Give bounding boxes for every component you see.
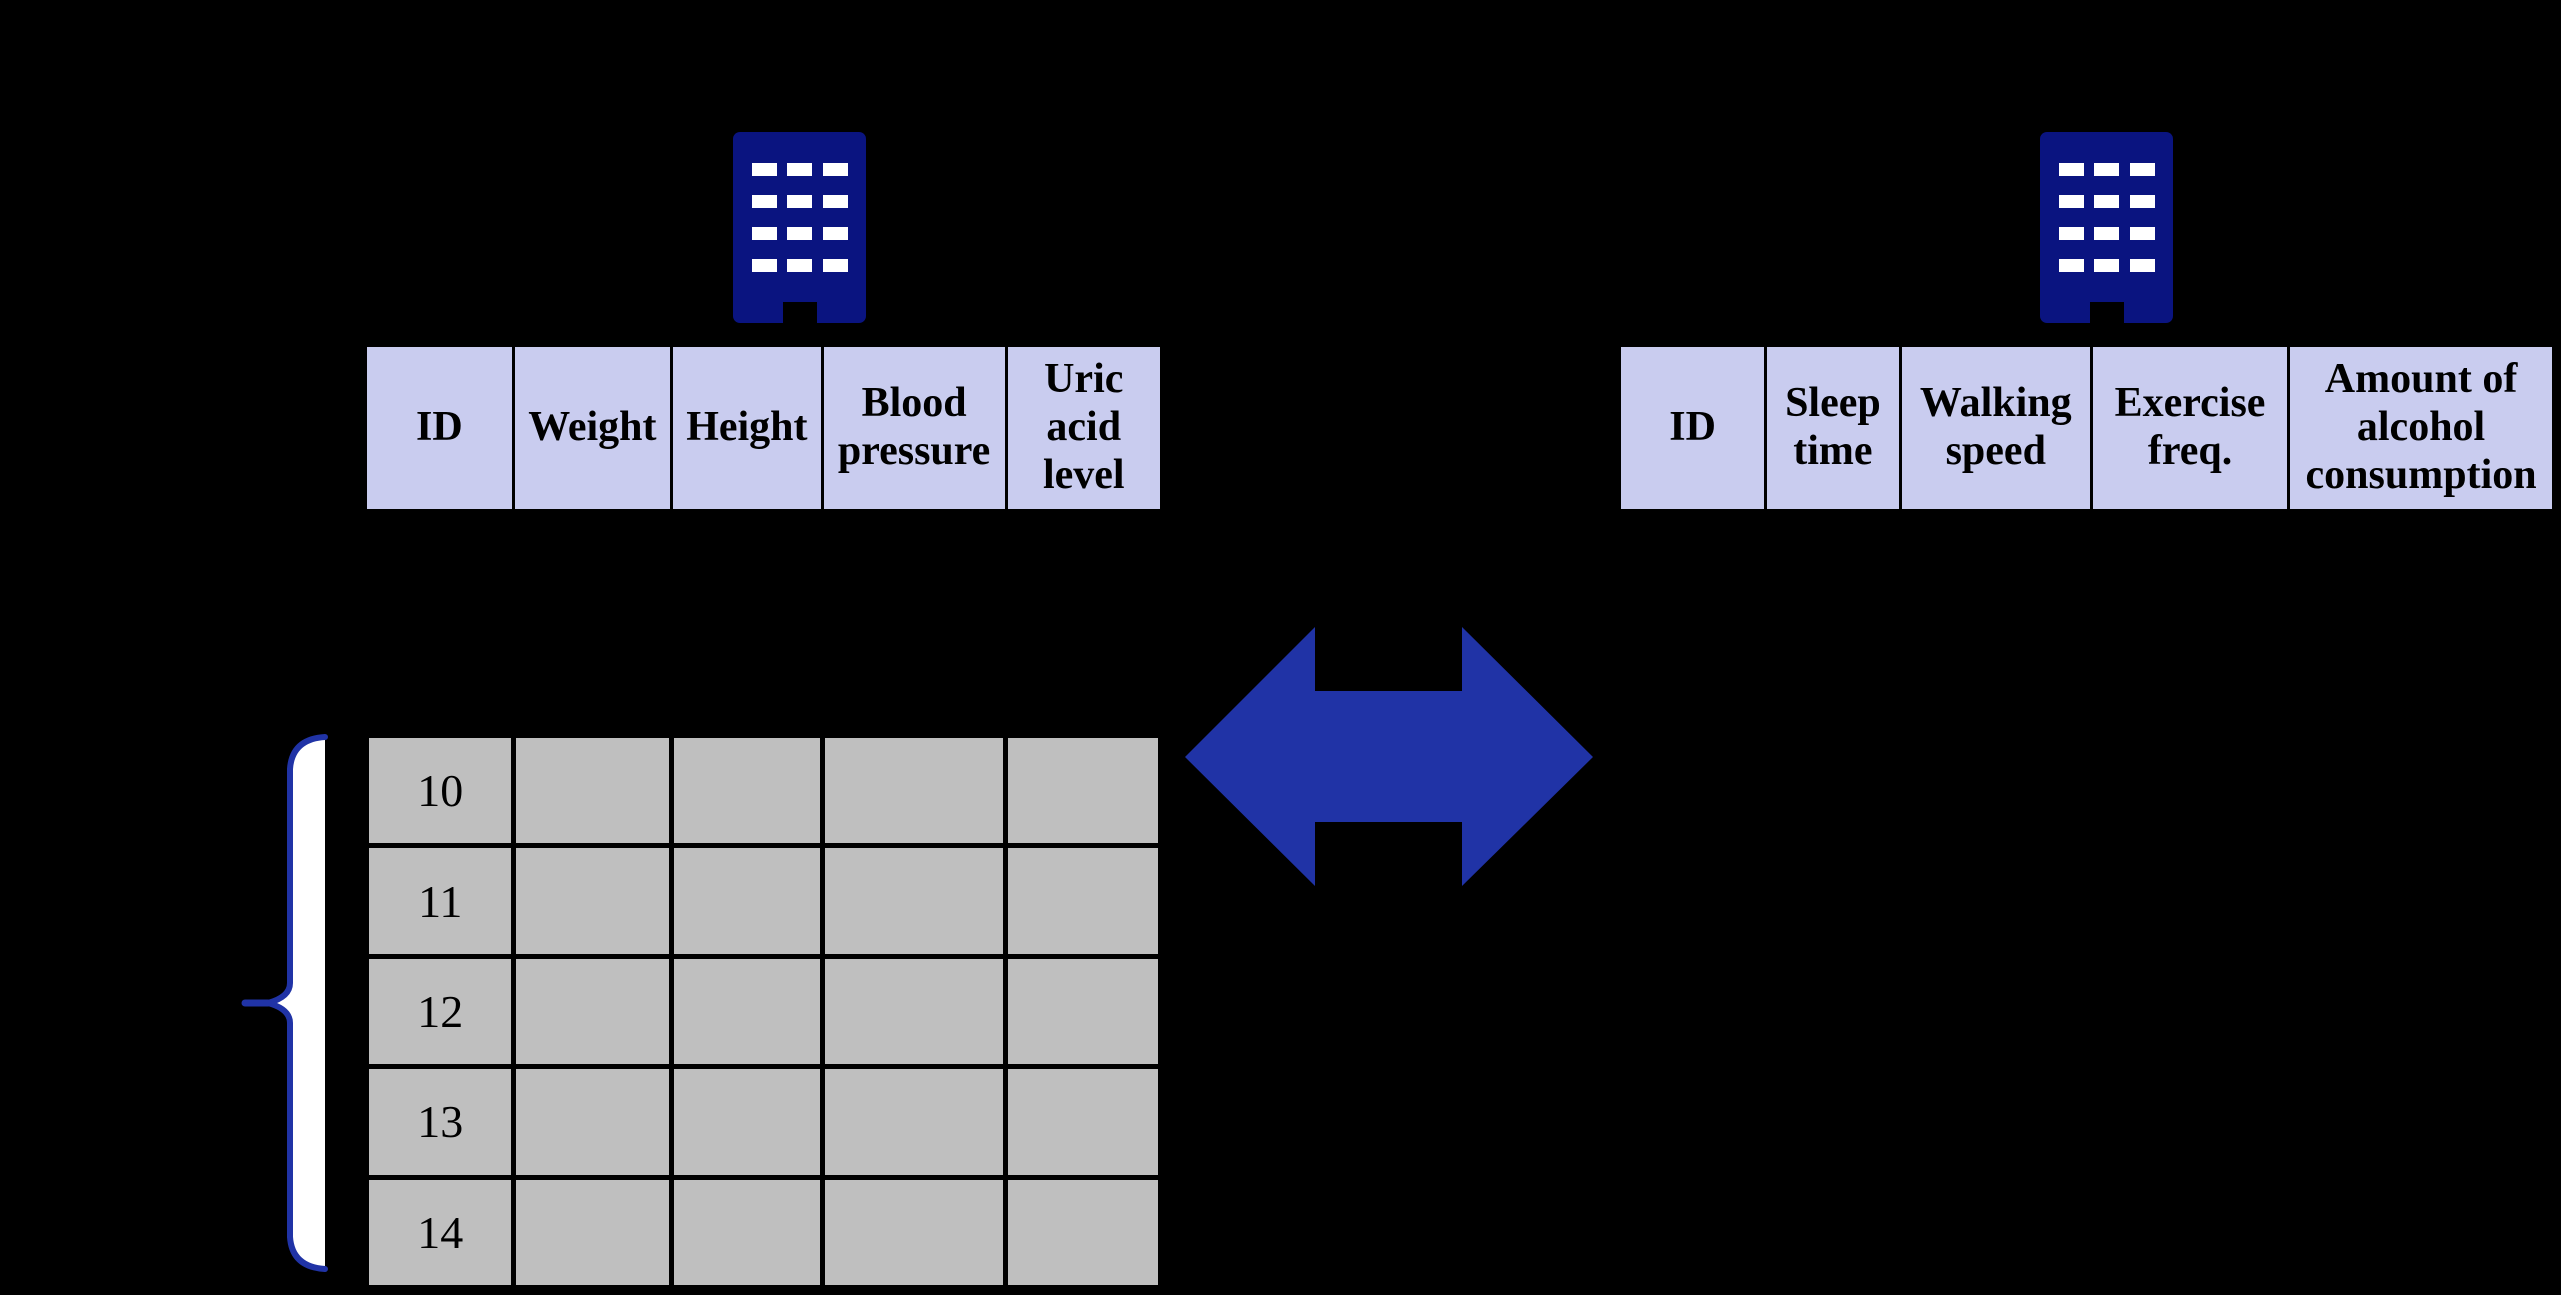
empty-data-cell — [516, 1069, 670, 1175]
empty-data-cell — [516, 738, 670, 844]
empty-data-cell — [674, 1179, 820, 1285]
building-door — [783, 302, 817, 323]
office-building-icon — [733, 132, 866, 323]
building-windows — [2059, 163, 2155, 272]
header-cell-alcohol: Amount of alcohol consumption — [2290, 347, 2552, 509]
brace-fill — [268, 737, 325, 1269]
header-cell-uric-acid: Uric acid level — [1007, 347, 1160, 509]
empty-data-cell — [824, 848, 1003, 954]
row-id-cell: 13 — [369, 1069, 512, 1175]
empty-data-cell — [516, 848, 670, 954]
double-arrow-icon — [1185, 627, 1593, 886]
empty-data-cell — [674, 848, 820, 954]
empty-data-cell — [674, 958, 820, 1065]
header-cell-id: ID — [367, 347, 512, 509]
header-cell-height: Height — [673, 347, 821, 509]
empty-data-cell — [516, 958, 670, 1065]
header-cell-exercise-freq: Exercise freq. — [2092, 347, 2288, 509]
empty-data-cell — [1007, 958, 1158, 1065]
left-source-header-table: ID Weight Height Blood pressure Uric aci… — [364, 344, 1163, 512]
row-id-cell: 11 — [369, 848, 512, 954]
left-brace-icon — [241, 734, 328, 1272]
empty-data-cell — [1007, 738, 1158, 844]
building-door — [2090, 302, 2124, 323]
empty-data-cell — [824, 1069, 1003, 1175]
empty-data-cell — [1007, 1069, 1158, 1175]
empty-data-cell — [824, 958, 1003, 1065]
header-cell-sleep-time: Sleep time — [1767, 347, 1899, 509]
empty-data-cell — [1007, 1179, 1158, 1285]
empty-data-cell — [674, 1069, 820, 1175]
building-windows — [752, 163, 848, 272]
header-cell-blood-pressure: Blood pressure — [823, 347, 1005, 509]
right-source-header-table: ID Sleep time Walking speed Exercise fre… — [1618, 344, 2555, 512]
empty-data-cell — [824, 738, 1003, 844]
row-id-cell: 10 — [369, 738, 512, 844]
office-building-icon — [2040, 132, 2173, 323]
header-cell-id: ID — [1621, 347, 1765, 509]
row-id-cell: 14 — [369, 1179, 512, 1285]
empty-data-cell — [674, 738, 820, 844]
row-id-cell: 12 — [369, 958, 512, 1065]
header-cell-walking-speed: Walking speed — [1901, 347, 2090, 509]
header-cell-weight: Weight — [514, 347, 671, 509]
empty-data-cell — [824, 1179, 1003, 1285]
empty-data-cell — [516, 1179, 670, 1285]
records-table: 10 11 12 13 14 — [364, 733, 1163, 1290]
empty-data-cell — [1007, 848, 1158, 954]
